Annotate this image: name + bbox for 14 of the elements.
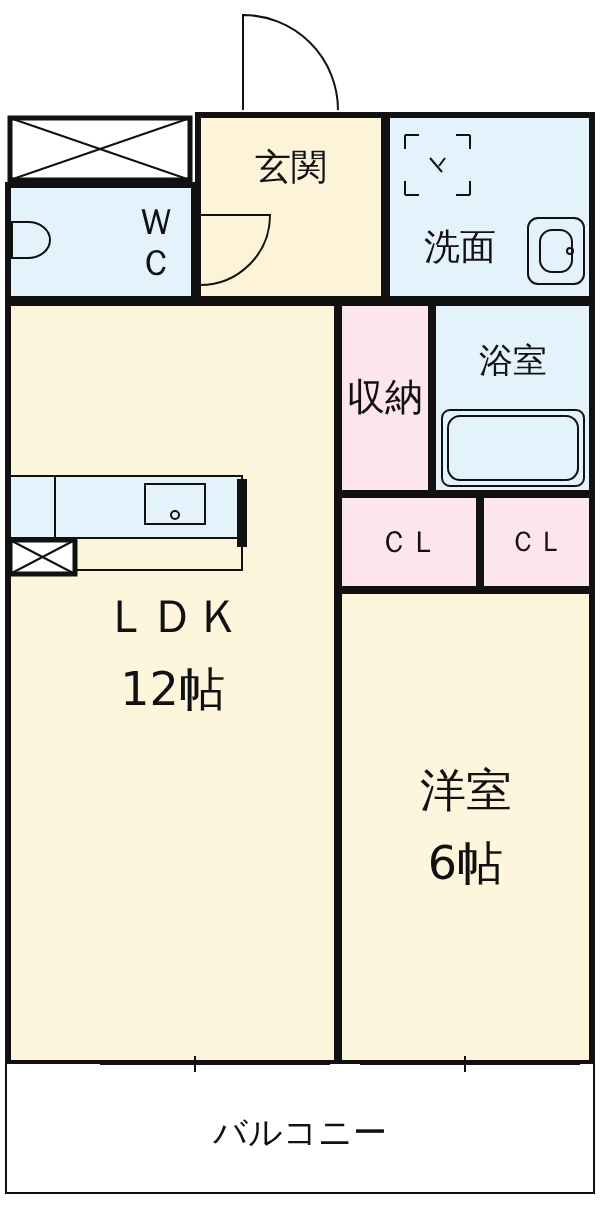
room-area <box>384 112 595 302</box>
room-label: 6帖 <box>427 837 504 890</box>
room-label: バルコニー <box>213 1113 387 1153</box>
room-label: ＣＬ <box>508 525 565 559</box>
room-label: 洋室 <box>419 764 512 817</box>
room-label: ＷＣ <box>137 200 175 284</box>
room-label: 収納 <box>347 376 423 420</box>
room-label: 12帖 <box>120 663 225 716</box>
room-label: ＣＬ <box>379 524 439 560</box>
room-label: 洗面 <box>423 226 496 268</box>
room-label: 玄関 <box>255 146 327 188</box>
balcony-area <box>5 1062 595 1194</box>
room-label: ＬＤＫ <box>103 590 242 643</box>
room-label: 浴室 <box>478 341 547 381</box>
